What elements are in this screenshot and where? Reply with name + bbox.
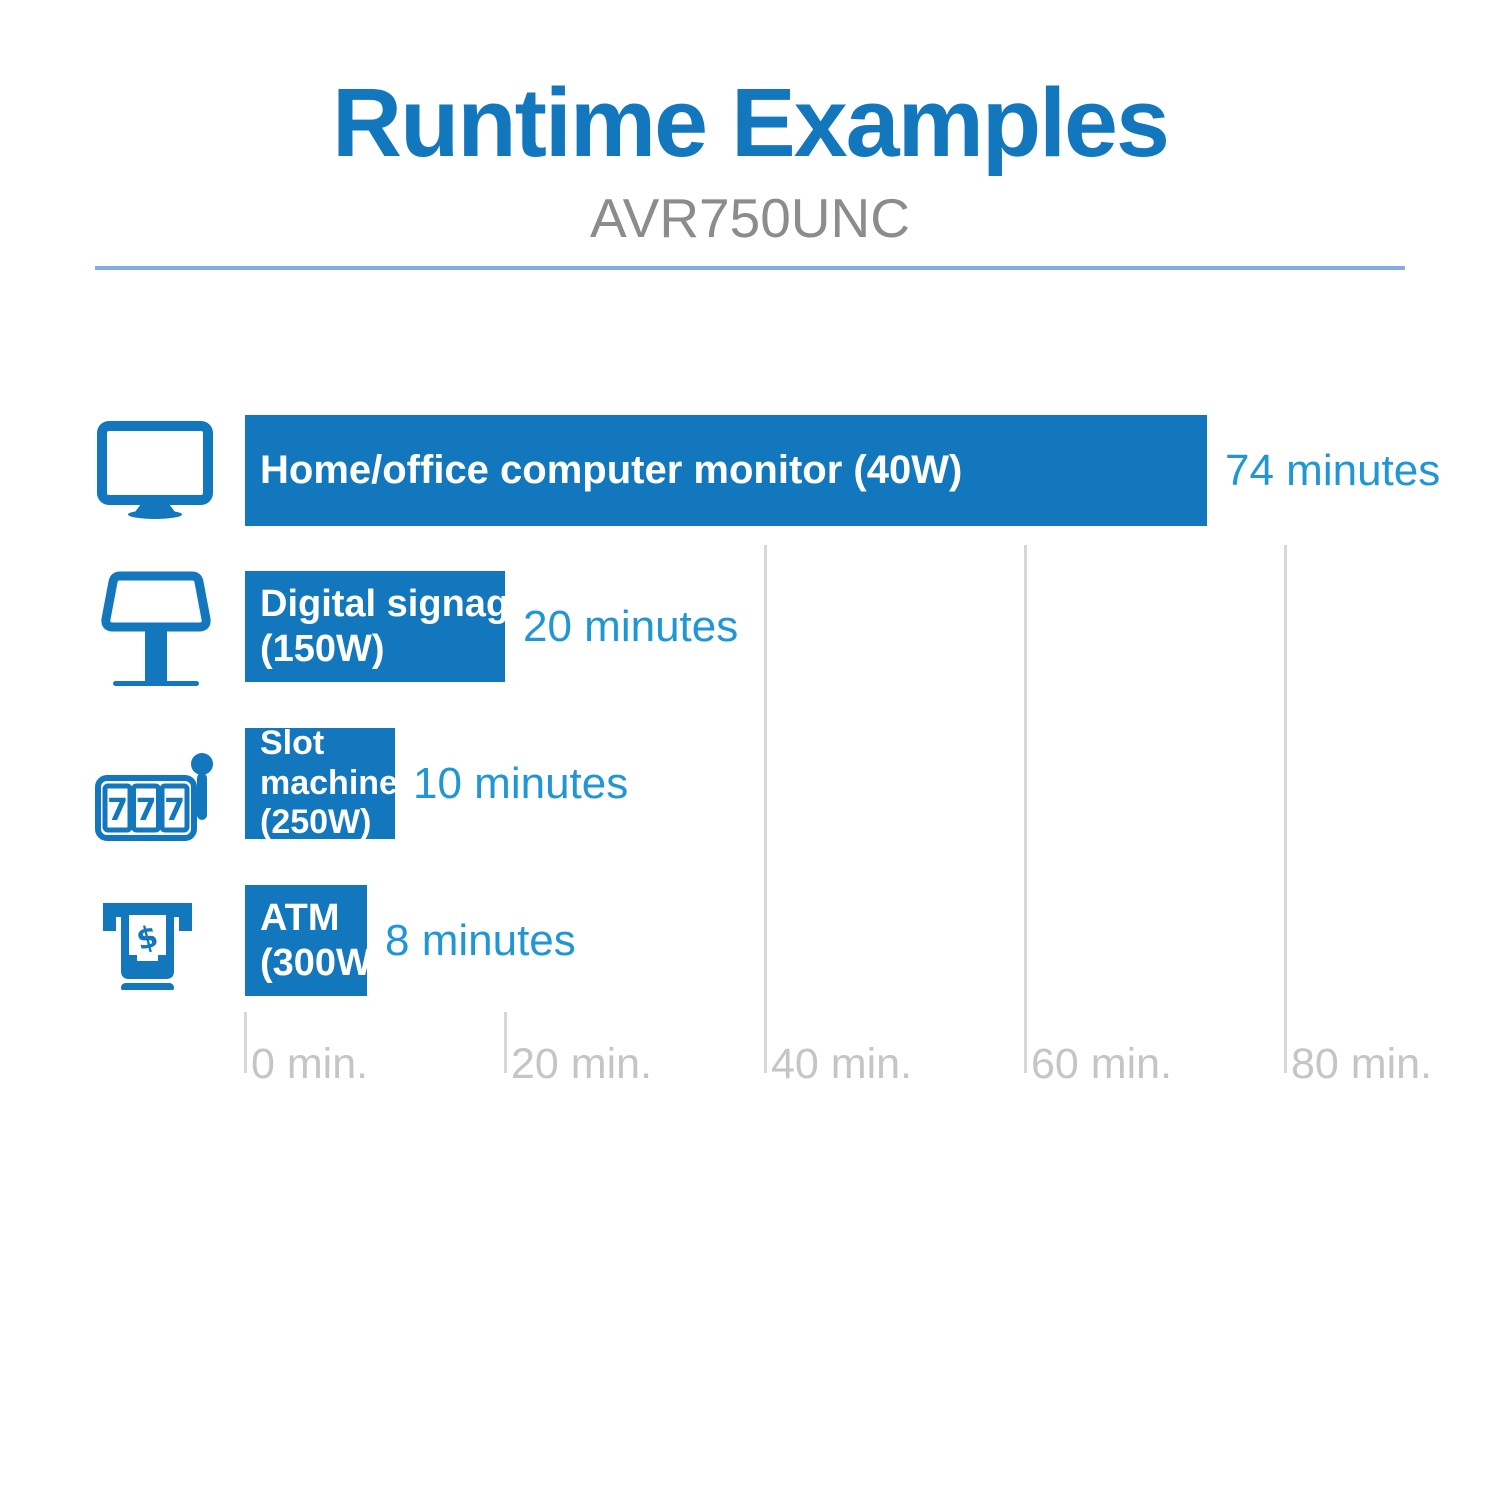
bar-label: machine: [260, 763, 395, 802]
bar-slot-machine: Slot machine (250W): [245, 728, 395, 839]
bar-row-slot-machine: Slot machine (250W) 10 minutes: [245, 728, 628, 839]
page-title: Runtime Examples: [332, 68, 1170, 177]
atm-icon: $: [99, 893, 196, 990]
axis-tick-label: 0 min.: [251, 1040, 369, 1088]
bar-label: (250W): [260, 803, 372, 839]
header-divider: [95, 266, 1405, 270]
bar-label: Digital signage: [260, 583, 505, 626]
slot-digit: 7: [107, 793, 128, 828]
slot-digit: 7: [136, 793, 157, 828]
bar-monitor: Home/office computer monitor (40W): [245, 415, 1207, 526]
axis-tick-label: 20 min.: [511, 1040, 653, 1088]
bar-label: ATM: [260, 897, 340, 940]
gridline-20min: [504, 1012, 507, 1073]
bar-label: Slot: [260, 728, 325, 763]
value-label: 10 minutes: [413, 758, 629, 808]
bar-label: (150W): [260, 627, 385, 670]
gridline-0min: [244, 1012, 247, 1073]
bar-label: Home/office computer monitor (40W): [260, 448, 963, 493]
axis-tick-label: 80 min.: [1291, 1040, 1433, 1088]
slot-digit: 7: [164, 793, 185, 828]
axis-tick-label: 40 min.: [771, 1040, 913, 1088]
bar-digital-signage: Digital signage (150W): [245, 571, 505, 682]
bar-atm: ATM (300W): [245, 885, 367, 996]
gridline-60min: [1024, 545, 1027, 1073]
bar-row-atm: ATM (300W) 8 minutes: [245, 885, 576, 996]
slot-machine-icon: 7 7 7: [95, 750, 217, 842]
value-label: 8 minutes: [385, 915, 576, 965]
model-subtitle: AVR750UNC: [590, 187, 910, 249]
bar-row-digital-signage: Digital signage (150W) 20 minutes: [245, 571, 738, 682]
value-label: 20 minutes: [523, 601, 739, 651]
digital-signage-icon: [99, 571, 213, 689]
gridline-40min: [764, 545, 767, 1073]
computer-monitor-icon: [97, 421, 213, 519]
bar-label: (300W): [260, 941, 367, 984]
value-label: 74 minutes: [1225, 445, 1441, 495]
axis-tick-label: 60 min.: [1031, 1040, 1173, 1088]
gridline-80min: [1284, 545, 1287, 1073]
bar-row-monitor: Home/office computer monitor (40W) 74 mi…: [245, 415, 1440, 526]
